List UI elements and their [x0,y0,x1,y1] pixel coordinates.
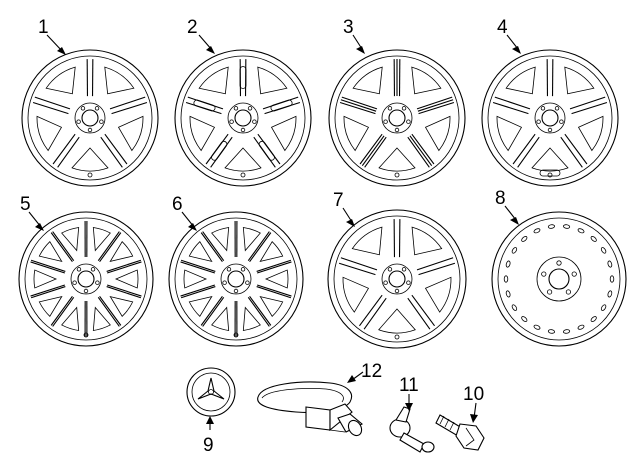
wheel-4-drawing [481,49,619,187]
wheel-8-drawing [491,211,627,347]
wheel-1-drawing [21,49,159,187]
callout-9: 9 [203,435,214,456]
callout-3: 3 [343,17,354,38]
callout-10: 10 [463,384,484,405]
lug-bolt-drawing [435,414,485,451]
callout-6: 6 [172,194,183,215]
tpms-sensor-drawing [257,381,363,437]
wheel-7-drawing [327,209,467,349]
leader-lines [28,34,521,430]
wheel-3-drawing [328,49,466,187]
callout-12: 12 [361,361,382,382]
wheel-2-drawing [174,49,312,187]
wheel-6-drawing [168,211,304,347]
callout-2: 2 [187,17,198,38]
valve-stem-drawing [389,406,435,453]
callout-5: 5 [20,194,31,215]
callout-1: 1 [38,17,49,38]
center-cap-drawing [186,367,236,417]
callout-8: 8 [495,188,506,209]
callout-7: 7 [333,190,344,211]
callout-4: 4 [497,17,508,38]
wheel-5-drawing [18,211,154,347]
callout-11: 11 [399,375,419,396]
